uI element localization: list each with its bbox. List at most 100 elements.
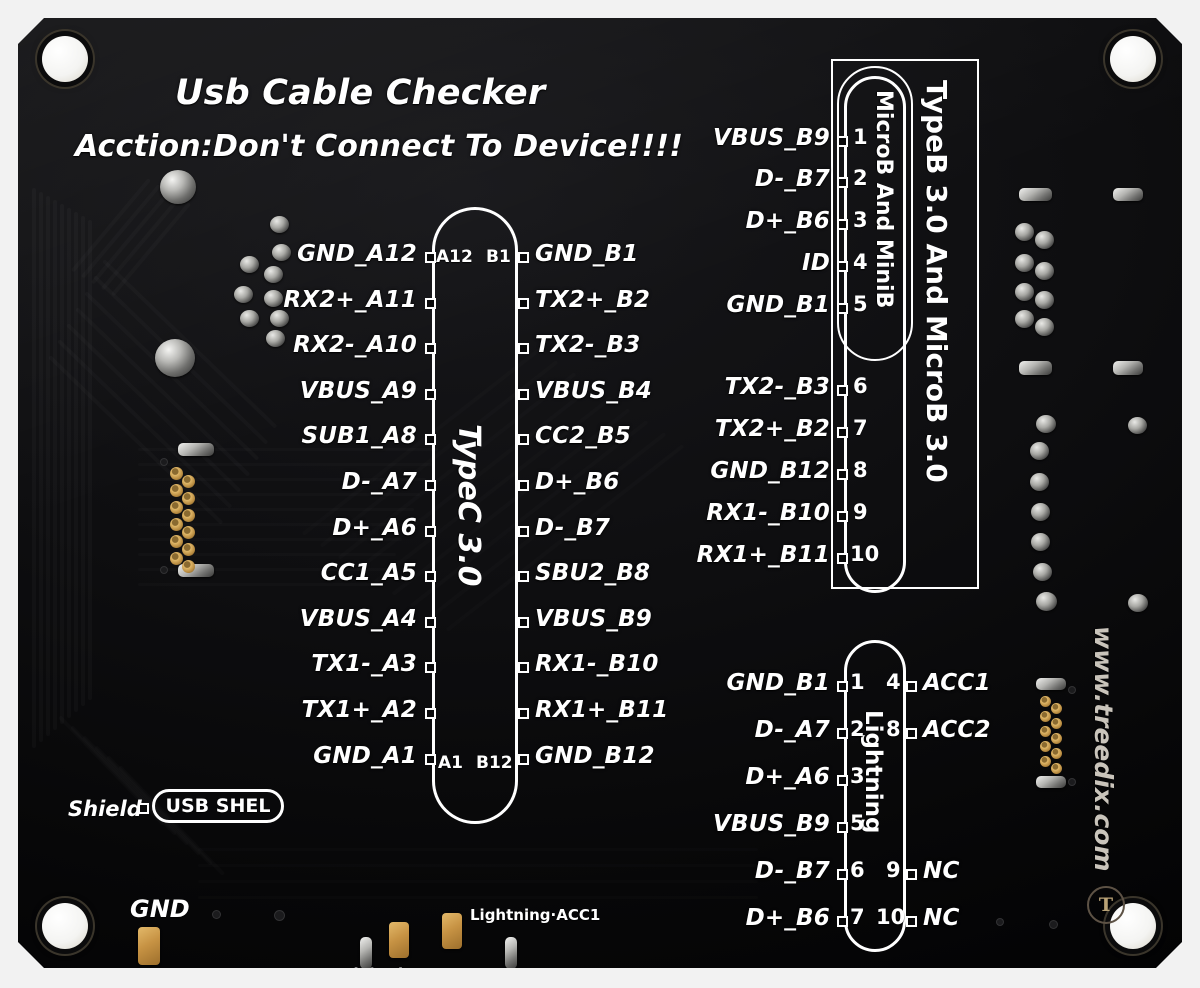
header-gold-pad-r1	[182, 492, 195, 505]
typec-id-b1: B1	[486, 247, 511, 267]
lightning-pinnum-7: 7	[850, 905, 865, 929]
lightning-label-10: NC	[923, 905, 960, 931]
typeb-pad-6	[837, 385, 848, 396]
typec-pad-a2	[425, 708, 436, 719]
typec-label-b1: GND_B1	[535, 241, 639, 267]
typec-id-a12: A12	[436, 247, 473, 267]
typeb-pinnum-1: 1	[853, 125, 868, 149]
solder-pin-5	[234, 286, 253, 303]
typeb-inner-label: MicroB And MiniB	[871, 90, 896, 309]
typeb-label-5: GND_B1	[726, 292, 830, 318]
typec-pad-b6	[518, 480, 529, 491]
typec-label-a4: VBUS_A4	[299, 605, 417, 632]
typec-label-b9: VBUS_B9	[535, 605, 653, 632]
lightning-label-8: ACC2	[923, 717, 991, 743]
typeb-pinnum-9: 9	[853, 500, 868, 524]
typec-label-a11: RX2+_A11	[283, 286, 417, 313]
typeb-pad-8	[837, 469, 848, 480]
typec-pad-a11	[425, 298, 436, 309]
typec-pad-b2	[518, 298, 529, 309]
header-slot-top-left	[178, 443, 214, 456]
typec-pad-a5	[425, 571, 436, 582]
lightning-label-3: D+_A6	[745, 764, 830, 790]
typec-pad-a3	[425, 662, 436, 673]
typec-label-a1: GND_A1	[313, 742, 417, 769]
header-gold-pad-r0	[182, 475, 195, 488]
header-gold-pad-l2	[170, 501, 183, 514]
typeb-pinnum-2: 2	[853, 166, 868, 190]
side-header-via-bottom	[1068, 778, 1076, 786]
typeb-pinnum-10: 10	[850, 542, 880, 566]
solder-pin-6	[264, 290, 283, 307]
shield-label: Shield	[68, 797, 142, 821]
typec-pad-a12	[425, 252, 436, 263]
typec-label-a10: RX2-_A10	[293, 332, 417, 359]
typeb-label-2: D-_B7	[754, 166, 830, 192]
lightning-label-4: ACC1	[923, 670, 991, 696]
warning-text: Acction:Don't Connect To Device!!!!	[75, 129, 684, 164]
header-gold-pad-l0	[170, 467, 183, 480]
right-solder-low-0b	[1128, 417, 1147, 434]
header-gold-pad-l3	[170, 518, 183, 531]
gnd-test-pad	[138, 927, 160, 965]
typeb-pinnum-3: 3	[853, 208, 868, 232]
solder-pin-9	[266, 330, 285, 347]
lightning-acc2-pad	[389, 922, 409, 958]
typec-pad-a7	[425, 480, 436, 491]
typec-pad-b1	[518, 252, 529, 263]
solder-pin-8	[270, 310, 289, 327]
typec-pad-b11	[518, 708, 529, 719]
typec-id-b12: B12	[476, 753, 513, 773]
right-solder-low-7	[1128, 594, 1148, 612]
header-gold-pad-r2	[182, 509, 195, 522]
typec-label-a6: D+_A6	[332, 514, 417, 541]
lightning-pad-7	[837, 916, 848, 927]
typec-label-a3: TX1-_A3	[311, 651, 417, 678]
solder-pin-2	[272, 244, 291, 261]
via-bottom-3	[1049, 920, 1058, 929]
typec-outline	[432, 207, 518, 824]
via-bottom-1	[212, 910, 221, 919]
lightning-pinnum-2: 2	[850, 717, 865, 741]
typec-label-a9: VBUS_A9	[299, 377, 417, 404]
side-header-pad-l2	[1040, 726, 1051, 737]
typeb-pad-9	[837, 511, 848, 522]
right-solder-low-6	[1036, 592, 1057, 611]
lightning-pinnum-6: 6	[850, 858, 865, 882]
typeb-pad-3	[837, 219, 848, 230]
lightning-pad-10	[906, 916, 917, 927]
typec-label-b11: RX1+_B11	[535, 697, 669, 723]
side-header-slot-top	[1036, 678, 1066, 690]
side-header-pad-r0	[1051, 703, 1062, 714]
usb-shell-pad: USB SHEL	[152, 789, 284, 823]
typec-pad-b8	[518, 571, 529, 582]
typeb-pinnum-7: 7	[853, 416, 868, 440]
trace-segment	[60, 204, 64, 724]
side-header-via-top	[1068, 686, 1076, 694]
typeb-label-3: D+_B6	[745, 208, 830, 234]
right-slot-top-a	[1019, 188, 1052, 201]
typec-label-b2: TX2+_B2	[535, 286, 651, 313]
typeb-label-4: ID	[801, 250, 830, 276]
trace-segment	[198, 896, 758, 899]
via-bottom-2	[274, 910, 285, 921]
trace-segment	[46, 196, 50, 736]
lightning-pinnum-10: 10	[876, 905, 906, 929]
typec-pad-b3	[518, 343, 529, 354]
typeb-pinnum-8: 8	[853, 458, 868, 482]
typeb-pinnum-5: 5	[853, 292, 868, 316]
solder-pin-3	[240, 256, 259, 273]
typeb-label-7: TX2+_B2	[714, 416, 830, 442]
website-text: www.treedix.com	[1089, 626, 1118, 872]
solder-blob-left-mid	[155, 339, 195, 377]
via-left-b	[160, 566, 168, 574]
right-solder-low-3	[1031, 503, 1050, 521]
right-solder-up-4	[1035, 262, 1054, 280]
typeb-label-1: VBUS_B9	[712, 125, 830, 151]
lightning-label-1: GND_B1	[726, 670, 830, 696]
right-solder-low-0	[1036, 415, 1056, 433]
right-solder-low-2	[1030, 473, 1049, 491]
side-header-slot-bottom	[1036, 776, 1066, 788]
right-solder-low-5	[1033, 563, 1052, 581]
right-solder-up-2	[1035, 231, 1054, 249]
